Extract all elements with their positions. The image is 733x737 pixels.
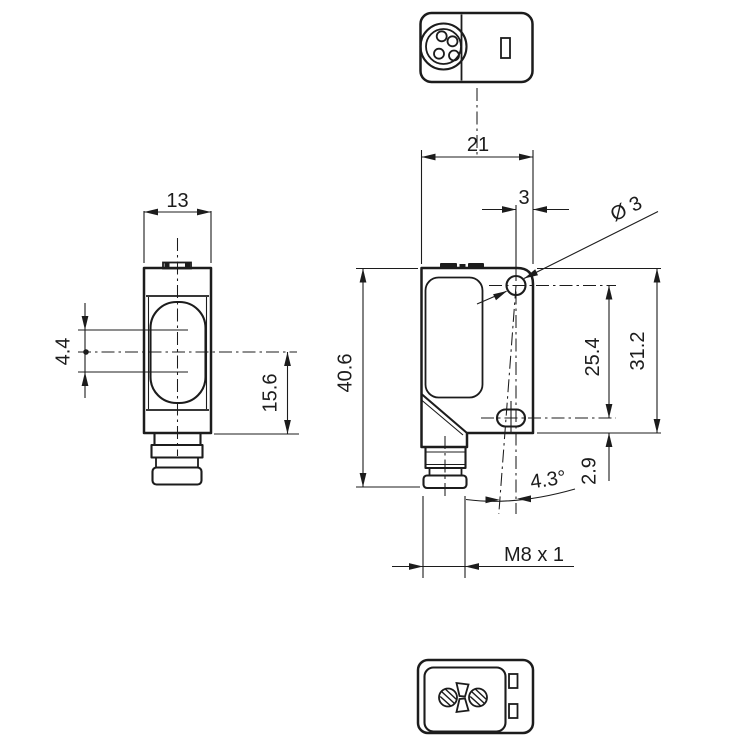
side-face-panel — [424, 276, 484, 399]
adjustment-end-panel — [423, 666, 507, 733]
top-tab-detail — [162, 261, 192, 270]
bottom-slot-lower — [508, 703, 519, 719]
dim-front-width: 13 — [143, 190, 212, 263]
dim-total-height: 40.6 — [335, 267, 420, 488]
dim-label-side-depth: 21 — [467, 134, 489, 156]
side-m8-connector — [422, 436, 468, 498]
centerline-dot — [83, 349, 89, 355]
dim-label-slot-to-edge: 2.9 — [579, 457, 601, 485]
dim-label-beam-tilt-angle: 4.3° — [529, 467, 568, 494]
dim-label-total-height: 40.6 — [335, 354, 357, 393]
dim-connector-thread: M8 x 1 — [392, 496, 574, 578]
connector-end-view — [419, 11, 534, 84]
chamfer-edge — [420, 393, 468, 434]
center-indicator-detail — [455, 681, 470, 714]
dim-hole-edge-offset: 3 — [482, 187, 569, 213]
adjustment-end-view — [416, 658, 535, 735]
dim-label-axis-to-bottom: 15.6 — [260, 374, 282, 413]
chamfer-inner-edge — [421, 399, 464, 436]
dim-label-hole-edge-offset: 3 — [518, 187, 529, 209]
top-slot-detail — [500, 37, 511, 59]
dim-slot-to-edge: 2.9 — [579, 433, 613, 485]
front-m8-connector — [150, 431, 204, 486]
adjustment-screw-left — [438, 687, 458, 708]
bottom-slot-upper — [508, 673, 519, 689]
dim-label-hole-spacing: 25.4 — [582, 338, 604, 377]
front-view — [78, 238, 297, 486]
dim-label-front-width: 13 — [166, 190, 188, 212]
dim-label-top-to-slot-edge: 31.2 — [627, 332, 649, 371]
top-indicator-details — [440, 263, 484, 268]
m8-connector-pins — [433, 30, 460, 62]
dim-side-depth: 21 — [420, 134, 534, 264]
dim-hole-spacing: 25.4 — [582, 285, 613, 418]
dim-label-optical-axis-offset: 4.4 — [53, 338, 75, 366]
adjustment-end-housing — [416, 658, 535, 735]
dim-beam-tilt-angle: 4.3° — [465, 467, 576, 504]
m8-connector-inner-circle — [425, 28, 462, 65]
dim-optical-axis-offset: 4.4 — [53, 303, 89, 398]
m8-connector-outer-circle — [419, 22, 468, 71]
dim-top-to-slot-edge: 31.2 — [627, 268, 661, 433]
adjustment-screw-right — [468, 687, 488, 708]
optical-axis-tilted-line — [498, 285, 517, 515]
dim-label-connector-thread: M8 x 1 — [504, 544, 564, 566]
dim-axis-to-bottom: 15.6 — [214, 352, 299, 435]
side-view — [420, 88, 661, 515]
